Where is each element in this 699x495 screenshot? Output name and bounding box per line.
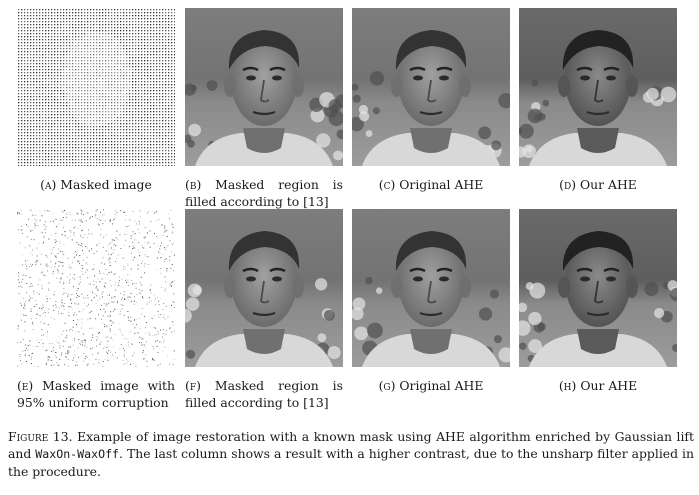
- caption-b-label: (b): [185, 177, 202, 192]
- caption-e-label: (e): [17, 378, 34, 393]
- panel-d-image: [519, 8, 677, 166]
- caption-d-text: Our AHE: [580, 177, 637, 192]
- caption-h: (h) Our AHE: [518, 377, 678, 394]
- panel-c-picture: [352, 8, 510, 166]
- figure-code: WaxOn-WaxOff: [35, 447, 120, 461]
- caption-f-text: Masked region is filled according to [13…: [185, 378, 343, 410]
- panel-c-image: [352, 8, 510, 166]
- caption-d: (d) Our AHE: [518, 176, 678, 193]
- caption-d-label: (d): [559, 177, 577, 192]
- figure-label: Figure 13.: [8, 429, 73, 444]
- caption-b-text: Masked region is filled according to [13…: [185, 177, 343, 209]
- caption-h-label: (h): [558, 378, 577, 393]
- panel-g-picture: [352, 209, 510, 367]
- panel-d-picture: [519, 8, 677, 166]
- panel-f-picture: [185, 209, 343, 367]
- caption-e-text: Masked image with 95% uniform corruption: [17, 378, 175, 410]
- caption-c-text: Original AHE: [399, 177, 484, 192]
- figure-caption: Figure 13. Example of image restoration …: [8, 428, 694, 480]
- caption-a: (a) Masked image: [16, 176, 176, 193]
- panel-h-image: [519, 209, 677, 367]
- figure-text-after: . The last column shows a result with a …: [8, 446, 694, 479]
- caption-f-label: (f): [185, 378, 201, 393]
- panel-e-picture: [17, 209, 175, 367]
- caption-a-label: (a): [40, 177, 57, 192]
- caption-g-label: (g): [378, 378, 396, 393]
- caption-f: (f) Masked region is filled according to…: [185, 377, 343, 411]
- figure-text-before: Example of image restoration with a know…: [8, 429, 694, 461]
- caption-e: (e) Masked image with 95% uniform corrup…: [17, 377, 175, 411]
- caption-a-text: Masked image: [60, 177, 152, 192]
- caption-h-text: Our AHE: [580, 378, 638, 393]
- panel-b-image: [185, 8, 343, 166]
- panel-b-picture: [185, 8, 343, 166]
- caption-c: (c) Original AHE: [351, 176, 511, 193]
- caption-g: (g) Original AHE: [351, 377, 511, 394]
- caption-g-text: Original AHE: [399, 378, 484, 393]
- panel-e-image: [17, 209, 175, 367]
- caption-c-label: (c): [378, 177, 396, 192]
- caption-b: (b) Masked region is filled according to…: [185, 176, 343, 210]
- panel-g-image: [352, 209, 510, 367]
- panel-a-picture: [17, 8, 175, 166]
- panel-f-image: [185, 209, 343, 367]
- panel-a-image: [17, 8, 175, 166]
- panel-h-picture: [519, 209, 677, 367]
